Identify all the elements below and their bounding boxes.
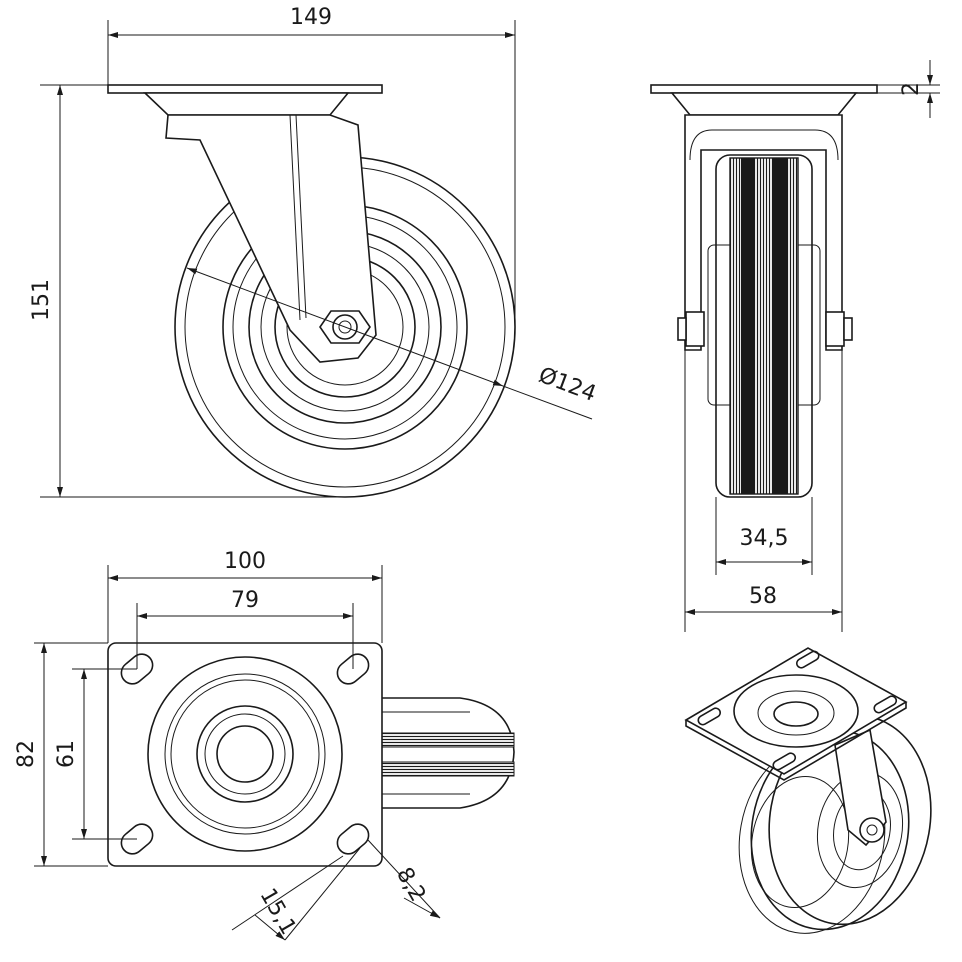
dim-fork-width: 58 [749,584,777,609]
dim-bolt-spacing-short: 61 [54,740,79,768]
dim-overall-width: 149 [290,5,332,30]
dim-plate-thickness: 2 [899,82,924,96]
isometric-view [684,647,932,934]
dim-bolt-spacing-long: 79 [231,588,259,613]
dim-overall-height: 151 [29,279,54,321]
mounting-plate [107,84,383,94]
dim-slot-width: 8,2 [391,863,430,906]
dim-wheel-diameter: Ø124 [535,363,599,407]
dim-plate-width: 82 [14,740,39,768]
side-view: 2 34,5 58 [650,60,940,632]
side-mounting-plate [650,84,878,94]
front-view: 149 151 Ø124 [29,5,599,498]
dim-plate-length: 100 [224,549,266,574]
swivel-housing [143,92,350,116]
dim-slot-length: 15,1 [255,884,301,939]
bolt-slots [120,653,370,855]
top-view: 100 79 82 61 15,1 8,2 [14,549,515,941]
top-plate [107,642,383,867]
dim-tread-width: 34,5 [740,526,789,551]
